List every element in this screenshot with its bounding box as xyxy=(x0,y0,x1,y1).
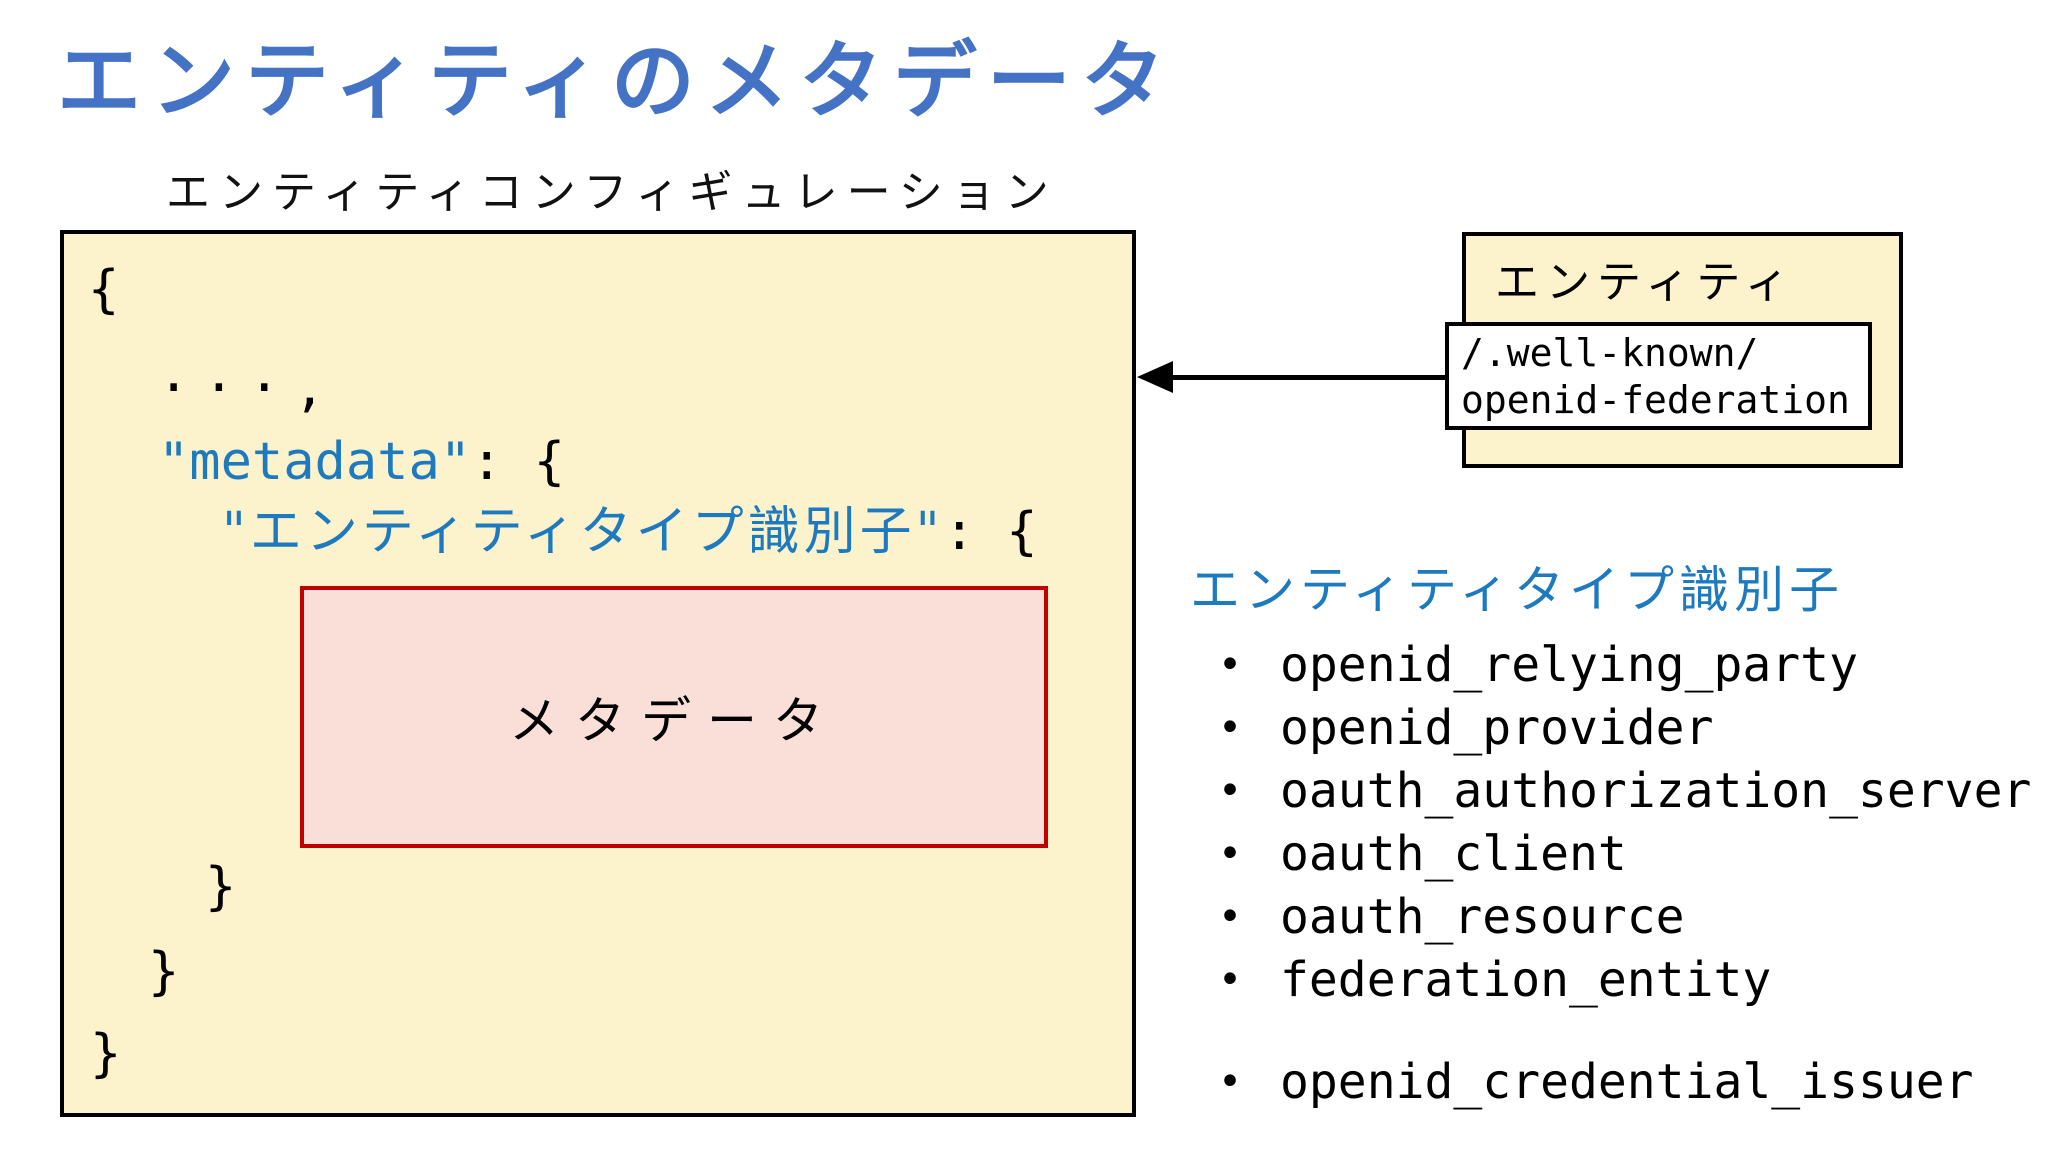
list-item: • openid_provider xyxy=(1218,697,2031,760)
entity-type-identifier-list: • openid_relying_party • openid_provider •… xyxy=(1218,634,2031,1114)
list-item-label: openid_credential_issuer xyxy=(1280,1054,1974,1110)
well-known-path-line2: openid-federation xyxy=(1461,378,1850,422)
list-item: • federation_entity xyxy=(1218,949,2031,1012)
entity-configuration-label: エンティティコンフィギュレーション xyxy=(166,167,1058,218)
entity-box-label: エンティティ xyxy=(1495,257,1796,308)
list-item-label: oauth_authorization_server xyxy=(1280,763,2032,819)
code-close-brace-outer: } xyxy=(90,1024,122,1084)
code-open-brace: { xyxy=(88,260,120,320)
code-metadata-line: "metadata": { xyxy=(158,430,565,494)
list-item-label: oauth_client xyxy=(1280,826,1627,882)
code-close-brace-middle: } xyxy=(148,942,180,1002)
metadata-box: メタデータ xyxy=(300,586,1048,848)
list-item-label: openid_provider xyxy=(1280,700,1714,756)
list-item: • openid_relying_party xyxy=(1218,634,2031,697)
page-title: エンティティのメタデータ xyxy=(57,31,1175,130)
entity-type-identifier-heading: エンティティタイプ識別子 xyxy=(1190,561,1844,619)
bullet-icon: • xyxy=(1218,768,1243,814)
list-item-label: federation_entity xyxy=(1280,952,1772,1008)
list-item-label: oauth_resource xyxy=(1280,889,1685,945)
bullet-icon: • xyxy=(1218,831,1243,877)
well-known-path-line1: /.well-known/ xyxy=(1461,331,1759,375)
bullet-icon: • xyxy=(1218,1059,1243,1105)
metadata-box-label: メタデータ xyxy=(509,692,839,750)
list-item: • oauth_resource xyxy=(1218,886,2031,949)
list-item-label: openid_relying_party xyxy=(1280,637,1858,693)
list-item: • oauth_client xyxy=(1218,823,2031,886)
code-ellipsis-line: ···, xyxy=(158,358,340,418)
bullet-icon: • xyxy=(1218,705,1243,751)
code-close-brace-inner: } xyxy=(205,857,237,917)
entity-type-key: "エンティティタイプ識別子" xyxy=(222,502,944,562)
arrow-line xyxy=(1168,375,1445,380)
metadata-key: "metadata" xyxy=(158,432,472,492)
code-entity-type-line: "エンティティタイプ識別子": { xyxy=(222,500,1038,564)
metadata-line-rest: : { xyxy=(471,432,565,492)
bullet-icon: • xyxy=(1218,642,1243,688)
list-item: • openid_credential_issuer xyxy=(1218,1051,2031,1114)
arrow-left-head-icon xyxy=(1137,361,1173,393)
bullet-icon: • xyxy=(1218,894,1243,940)
bullet-icon: • xyxy=(1218,957,1243,1003)
entity-type-line-rest: : { xyxy=(943,502,1038,562)
well-known-path-box: /.well-known/ openid-federation xyxy=(1445,322,1872,430)
list-item: • oauth_authorization_server xyxy=(1218,760,2031,823)
